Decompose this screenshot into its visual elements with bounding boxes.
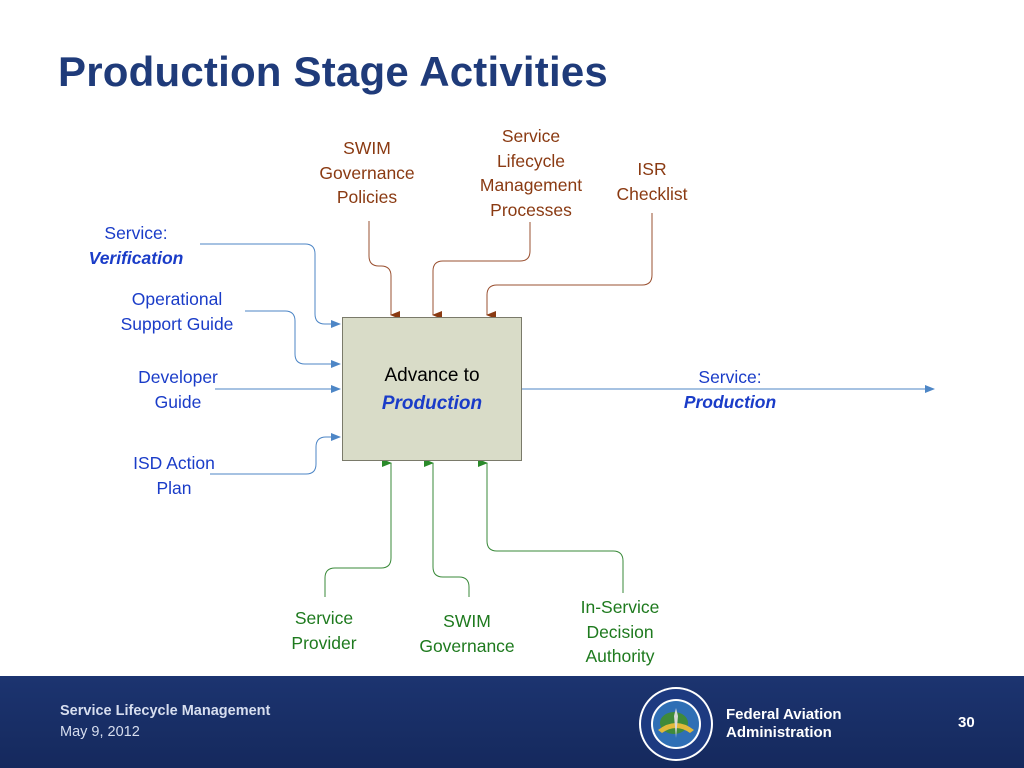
- control-slm-processes-line1: Service: [501, 126, 561, 146]
- control-swim-policies-line2: Governance: [319, 162, 415, 183]
- mechanism-isd-authority-line3: Authority: [585, 646, 655, 666]
- input-isd-plan-line1: ISD Action: [133, 453, 215, 473]
- control-isr-checklist-line2: Checklist: [616, 183, 688, 204]
- input-line-ops-guide: [245, 310, 341, 368]
- control-slm-processes-line2: Lifecycle: [496, 150, 566, 171]
- mechanism-service-provider: Service Provider: [272, 606, 376, 655]
- process-label-line1: Advance to: [384, 365, 480, 386]
- process-label-line2: Production: [381, 393, 483, 414]
- control-slm-processes: Service Lifecycle Management Processes: [466, 124, 596, 222]
- control-swim-policies-line1: SWIM: [343, 138, 391, 158]
- input-isd-plan: ISD Action Plan: [114, 451, 234, 500]
- mechanism-line-isd-authority: [478, 459, 624, 593]
- footer-title: Service Lifecycle Management: [60, 703, 271, 719]
- control-slm-processes-line3: Management: [479, 175, 583, 195]
- process-box: [342, 317, 522, 461]
- mechanism-service-provider-line1: Service: [294, 608, 354, 628]
- output-line1: Service:: [698, 367, 762, 387]
- control-slm-processes-line4: Processes: [490, 199, 572, 220]
- input-dev-guide-line2: Guide: [154, 391, 202, 412]
- control-isr-checklist-line1: ISR: [637, 159, 667, 179]
- input-ops-guide-line2: Support Guide: [120, 313, 234, 334]
- mechanism-swim-governance-line1: SWIM: [443, 611, 491, 631]
- input-verification: Service: Verification: [80, 221, 192, 270]
- control-line-swim-policies: [368, 221, 400, 319]
- input-verification-line2: Verification: [88, 247, 184, 268]
- control-line-isr-checklist: [486, 213, 653, 319]
- org-name-line2: Administration: [726, 724, 832, 741]
- faa-seal-icon: [639, 687, 713, 761]
- control-line-slm-processes: [432, 222, 531, 319]
- input-verification-line1: Service:: [104, 223, 168, 243]
- output-line2: Production: [683, 391, 777, 412]
- footer-bar: Service Lifecycle Management May 9, 2012…: [0, 676, 1024, 768]
- control-swim-policies-line3: Policies: [336, 187, 398, 207]
- input-ops-guide: Operational Support Guide: [108, 287, 246, 336]
- input-dev-guide: Developer Guide: [118, 365, 238, 414]
- org-name-line1: Federal Aviation: [726, 706, 842, 723]
- connector-lines: [200, 213, 935, 597]
- mechanism-swim-governance: SWIM Governance: [402, 609, 532, 658]
- mechanism-line-swim-governance: [424, 459, 470, 597]
- input-line-isd-plan: [210, 433, 341, 475]
- input-line-verification: [200, 243, 341, 328]
- mechanism-service-provider-line2: Provider: [291, 632, 357, 653]
- footer-date: May 9, 2012: [60, 724, 140, 740]
- page-number: 30: [958, 714, 975, 731]
- process-label: Advance to Production: [342, 362, 522, 418]
- mechanism-isd-authority-line2: Decision: [586, 621, 654, 642]
- mechanism-line-service-provider: [324, 459, 392, 597]
- input-isd-plan-line2: Plan: [156, 477, 192, 498]
- mechanism-isd-authority-line1: In-Service: [580, 597, 660, 617]
- output-production: Service: Production: [670, 365, 790, 414]
- control-swim-policies: SWIM Governance Policies: [307, 136, 427, 210]
- mechanism-swim-governance-line2: Governance: [419, 635, 515, 656]
- slide-title: Production Stage Activities: [58, 48, 608, 95]
- control-isr-checklist: ISR Checklist: [600, 157, 704, 206]
- mechanism-isd-authority: In-Service Decision Authority: [560, 595, 680, 669]
- input-ops-guide-line1: Operational: [131, 289, 223, 309]
- org-name: Federal Aviation Administration: [726, 706, 842, 742]
- input-dev-guide-line1: Developer: [138, 367, 218, 387]
